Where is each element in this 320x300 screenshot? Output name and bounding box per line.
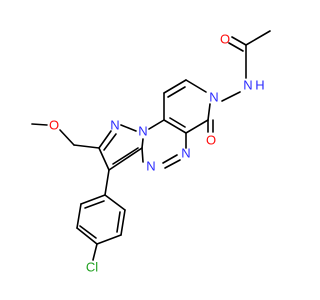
bond-c3-ph (104, 169, 110, 196)
atom-label-h-amide: H (255, 77, 264, 92)
bonds (31, 30, 271, 261)
bond-carbonyl-o2 (228, 42, 244, 52)
bond-ph-cl (92, 243, 98, 261)
bond-c8-c9-b (167, 86, 186, 98)
bond-c3-c3a-a (108, 147, 143, 171)
bond-n4-c3a (141, 147, 144, 163)
bond-n10-n1 (120, 124, 137, 132)
bond-ph2b (116, 211, 121, 233)
bond-n7-c8 (185, 79, 207, 93)
bond-c3-c3a-b (112, 147, 139, 165)
atom-label-n-pyridone: N (209, 89, 218, 104)
bond-methyl-carbonyl (245, 30, 271, 46)
bond-c3a-n10 (141, 138, 144, 149)
bond-ph2 (120, 209, 126, 236)
bond-c9a-c5a-a (163, 119, 187, 134)
bond-n1-c2-b (103, 133, 117, 151)
atom-label-o-pyridone: O (206, 132, 216, 147)
atom-label-o-amide: O (220, 31, 230, 46)
bond-ph6 (80, 194, 106, 205)
bond-n5-n4a (164, 159, 181, 169)
bond-c2-c3 (98, 147, 110, 171)
bond-n1-c2-a (98, 130, 112, 149)
bond-n5-n4b (162, 154, 178, 164)
bond-ph1 (104, 194, 126, 211)
bond-c9a-c5a-b (169, 117, 186, 128)
molecule-structure-diagram: O N H N O O N N N N Cl (31, 30, 271, 274)
bond-carbonyl-o1 (231, 36, 247, 46)
bond-ph4 (76, 227, 98, 245)
bond-nh-n (221, 91, 241, 102)
bond-ph4b (79, 225, 97, 239)
bond-c6-n7 (207, 103, 211, 121)
bond-ph6b (84, 200, 105, 209)
atom-label-n-pyrazole-2: N (138, 123, 147, 138)
bond-c8-c9-a (163, 79, 187, 94)
bond-c2-ch2 (73, 144, 100, 149)
bond-o-ch3 (31, 123, 48, 126)
bond-c5a-c6 (185, 119, 209, 134)
bond-ph3 (96, 234, 122, 245)
atom-label-o-ether: O (49, 117, 59, 132)
atom-labels: O N H N O O N N N N Cl (49, 31, 265, 274)
atom-label-n-pyrazole-1: N (110, 117, 119, 132)
atom-label-n-amide: N (243, 77, 252, 92)
bond-c9a-n10 (148, 119, 165, 130)
atom-label-n-triazine-2: N (181, 145, 190, 160)
atom-label-cl: Cl (86, 259, 98, 274)
bond-ph5 (76, 203, 82, 229)
atom-label-n-triazine-1: N (146, 158, 155, 173)
bond-ch2-o (59, 129, 75, 146)
